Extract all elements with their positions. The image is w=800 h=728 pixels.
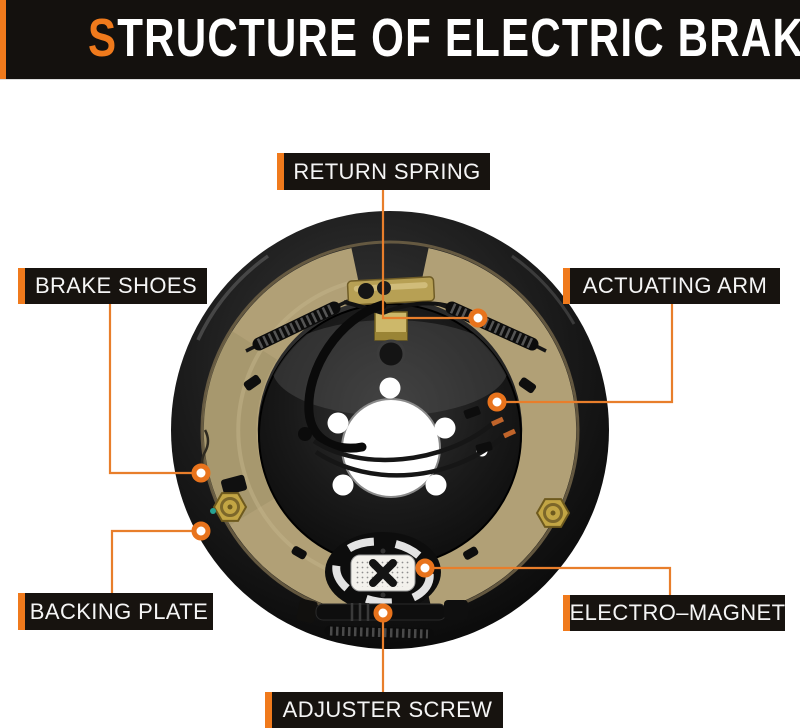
electromagnet bbox=[325, 532, 441, 612]
label-accent-stripe bbox=[277, 153, 284, 190]
callout-line-brake-shoes bbox=[108, 286, 193, 475]
label-electro-magnet: ELECTRO–MAGNET bbox=[563, 595, 785, 631]
page-title-rest: TRUCTURE OF ELECTRIC BRAKE bbox=[117, 7, 800, 68]
callout-dot-electro-magnet bbox=[415, 558, 435, 578]
callout-line-return-spring bbox=[381, 172, 470, 320]
label-accent-stripe bbox=[265, 692, 272, 728]
callout-dot-backing-plate bbox=[191, 521, 211, 541]
label-backing-plate: BACKING PLATE bbox=[18, 593, 213, 630]
callout-dot-actuating-arm bbox=[487, 392, 507, 412]
label-text: RETURN SPRING bbox=[293, 158, 481, 184]
label-accent-stripe bbox=[18, 593, 25, 630]
callout-line-backing-plate bbox=[110, 529, 193, 611]
callout-dot-return-spring bbox=[468, 308, 488, 328]
brake-shoe-right bbox=[416, 248, 577, 612]
label-text: BRAKE SHOES bbox=[34, 273, 198, 298]
hex-bolt-left bbox=[210, 474, 248, 522]
return-spring-right bbox=[437, 301, 547, 353]
label-accent-stripe bbox=[563, 595, 570, 631]
rim-highlight-left bbox=[196, 254, 270, 341]
magnet-wires bbox=[312, 406, 517, 478]
return-spring-left bbox=[245, 299, 349, 353]
label-text: ACTUATING ARM bbox=[582, 273, 768, 298]
callout-line-actuating-arm bbox=[505, 286, 674, 404]
title-banner: STRUCTURE OF ELECTRIC BRAKE bbox=[0, 0, 800, 80]
label-text: BACKING PLATE bbox=[29, 598, 209, 624]
label-text: ELECTRO–MAGNET bbox=[569, 600, 786, 625]
brake-shoe-left bbox=[203, 248, 364, 612]
brake-assembly-photo bbox=[171, 211, 609, 649]
hold-down-clips bbox=[243, 374, 537, 560]
label-accent-stripe bbox=[563, 268, 570, 304]
brake-shoe-shading bbox=[202, 330, 278, 526]
magnet-retainer-clip bbox=[369, 559, 397, 587]
label-accent-stripe bbox=[18, 268, 25, 304]
label-adjuster-screw: ADJUSTER SCREW bbox=[265, 692, 503, 728]
callout-dot-adjuster-screw bbox=[373, 603, 393, 623]
banner-accent-stripe bbox=[0, 0, 6, 79]
label-return-spring: RETURN SPRING bbox=[277, 153, 490, 190]
callout-lines bbox=[108, 172, 674, 710]
label-brake-shoes: BRAKE SHOES bbox=[18, 268, 207, 304]
anchor-hardware bbox=[343, 276, 453, 369]
label-text: ADJUSTER SCREW bbox=[282, 697, 493, 722]
label-actuating-arm: ACTUATING ARM bbox=[563, 268, 780, 304]
callout-dot-brake-shoes bbox=[191, 463, 211, 483]
page-title: STRUCTURE OF ELECTRIC BRAKE bbox=[88, 7, 800, 69]
hex-bolt-right bbox=[535, 498, 571, 528]
rim-highlight-right bbox=[511, 254, 576, 325]
actuating-arm bbox=[298, 300, 387, 453]
page-title-accent-letter: S bbox=[88, 7, 118, 68]
